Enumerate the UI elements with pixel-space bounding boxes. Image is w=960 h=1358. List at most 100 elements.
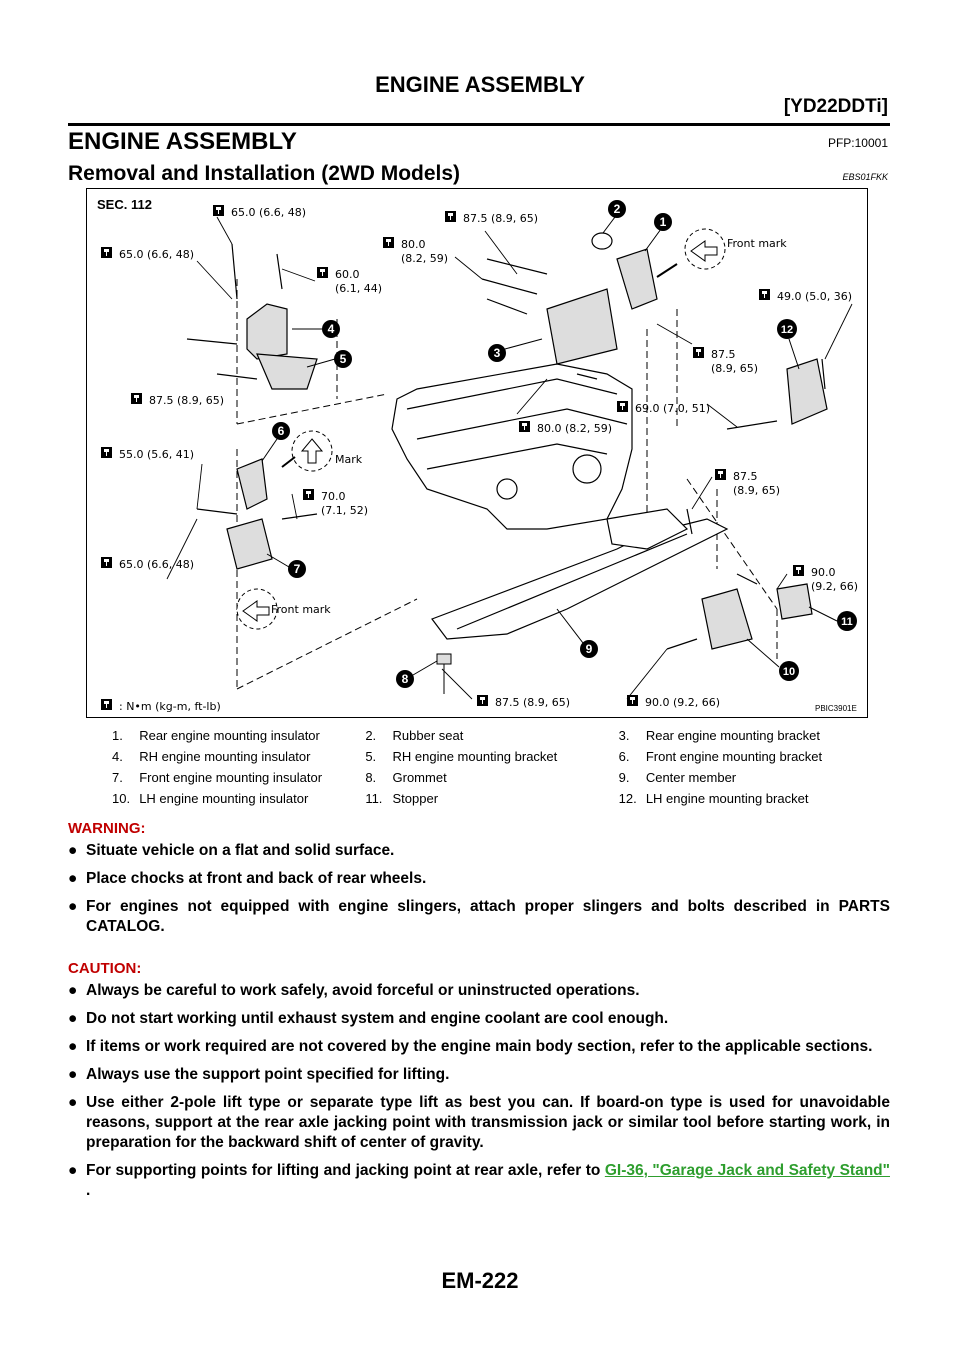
legend-number: 8. [365, 770, 377, 785]
torque-label: 49.0 (5.0, 36) [777, 290, 852, 303]
bullet-icon: ● [68, 1066, 78, 1083]
bullet-item: ● For engines not equipped with engine sl… [68, 897, 890, 937]
callout-number: 11 [841, 616, 853, 628]
rear-mount-shape [481, 232, 658, 380]
callout-8: 8 [396, 660, 438, 688]
callout-number: 8 [402, 672, 409, 686]
warning-label: WARNING: [68, 820, 146, 837]
torque-label: 87.5 [733, 470, 758, 483]
legend-number: 7. [112, 770, 123, 785]
torque-label: 60.0 [335, 268, 360, 281]
callout-5: 5 [306, 350, 352, 368]
front-mark-label: Front mark [727, 237, 787, 250]
torque-label: 65.0 (6.6, 48) [231, 206, 306, 219]
legend-part-name: Rubber seat [392, 728, 464, 743]
leader-lines [166, 216, 853, 700]
torque-label: 90.0 [811, 566, 836, 579]
page-number: EM-222 [441, 1268, 519, 1293]
bullet-icon: ● [68, 1010, 78, 1027]
torque-label: (8.9, 65) [733, 484, 780, 497]
callout-number: 5 [340, 352, 347, 366]
front-mark-label: Front mark [271, 603, 331, 616]
bullet-icon: ● [68, 1038, 78, 1055]
bullet-icon: ● [68, 870, 78, 887]
legend-number: 11. [365, 791, 383, 806]
legend-number: 10. [112, 791, 131, 806]
bullet-item: ● If items or work required are not cover… [68, 1037, 890, 1057]
legend-part-name: LH engine mounting bracket [645, 791, 809, 806]
bullet-item: ● Always use the support point specified … [68, 1065, 890, 1085]
callouts: 1 2 3 4 5 6 7 8 9 10 11 12 [261, 200, 857, 688]
torque-label: 87.5 (8.9, 65) [463, 212, 538, 225]
bullet-item: ● Use either 2-pole lift type or separate… [68, 1093, 890, 1153]
legend-number: 12. [618, 791, 637, 806]
grommet-shape [436, 653, 452, 694]
callout-7: 7 [266, 553, 306, 578]
legend-part-name: Rear engine mounting bracket [645, 728, 820, 743]
figure-code: PBIC3901E [815, 704, 857, 713]
bullet-icon: ● [68, 898, 78, 915]
torque-label: 80.0 [401, 238, 426, 251]
legend-number: 5. [365, 749, 377, 764]
reference-text: For supporting points for lifting and ja… [86, 1162, 601, 1179]
callout-10: 10 [746, 638, 799, 681]
reference-link[interactable]: GI-36, "Garage Jack and Safety Stand" [604, 1162, 890, 1179]
section-code: PFP:10001 [827, 136, 888, 150]
callout-number: 10 [783, 666, 795, 678]
bullet-text: If items or work required are not covere… [86, 1038, 873, 1055]
front-mount-shape [196, 458, 318, 570]
bullet-item: ●Situate vehicle on a flat and solid sur… [68, 841, 890, 861]
bullet-text: Do not start working until exhaust syste… [86, 1010, 669, 1027]
legend-number: 3. [618, 728, 630, 743]
callout-3: 3 [488, 338, 543, 362]
section-title: ENGINE ASSEMBLY [68, 128, 297, 155]
callout-1: 1 [644, 213, 672, 252]
engine-mount-diagram: SEC. 112 65.0 (6.6, 48) 65.0 (6.6, 48) 6… [86, 188, 868, 718]
torque-label: 87.5 [711, 348, 736, 361]
lh-mount-shape [666, 358, 828, 650]
legend-number: 9. [618, 770, 630, 785]
legend-part-name: Grommet [392, 770, 447, 785]
torque-label: 90.0 (9.2, 66) [645, 696, 720, 709]
warning-block: WARNING: ●Situate vehicle on a flat and … [68, 820, 890, 945]
callout-number: 1 [660, 215, 667, 229]
warning-list: ●Situate vehicle on a flat and solid sur… [68, 841, 890, 937]
legend-number: 4. [112, 749, 123, 764]
engine-block-shape [391, 363, 633, 530]
callout-number: 3 [494, 346, 501, 360]
bullet-text: For supporting points for lifting and ja… [86, 1162, 890, 1199]
bullet-text: Always use the support point specified f… [86, 1066, 450, 1083]
legend-part-name: RH engine mounting insulator [139, 749, 311, 764]
bullet-text: For engines not equipped with engine sli… [86, 898, 890, 935]
dashed-lines [236, 279, 778, 690]
bullet-icon: ● [68, 842, 78, 859]
callout-9: 9 [556, 608, 598, 658]
torque-label: (7.1, 52) [321, 504, 368, 517]
bullet-icon: ● [68, 1094, 78, 1111]
bullet-item: ● Place chocks at front and back of rear … [68, 869, 890, 889]
legend-part-name: Center member [645, 770, 737, 785]
page-header-title: ENGINE ASSEMBLY [375, 72, 585, 97]
front-mark-arrow-right [656, 228, 726, 278]
torque-label: 70.0 [321, 490, 346, 503]
diagram-svg: SEC. 112 65.0 (6.6, 48) 65.0 (6.6, 48) 6… [97, 197, 858, 713]
mark-arrow-up [281, 430, 333, 472]
torque-label: (8.2, 59) [401, 252, 448, 265]
torque-label: 55.0 (5.6, 41) [119, 448, 194, 461]
callout-2: 2 [602, 200, 626, 234]
legend-number: 2. [365, 728, 377, 743]
torque-label: (9.2, 66) [811, 580, 858, 593]
rh-mount-shape [186, 243, 318, 390]
center-member-shape [431, 508, 729, 640]
unit-legend: : N•m (kg-m, ft-lb) [119, 700, 221, 713]
legend-part-name: Stopper [392, 791, 439, 806]
bullet-text: Use either 2-pole lift type or separate … [86, 1094, 890, 1151]
callout-11: 11 [808, 606, 857, 631]
torque-label: (6.1, 44) [335, 282, 382, 295]
bullet-text: Place chocks at front and back of rear w… [86, 870, 427, 887]
callout-number: 6 [278, 424, 285, 438]
